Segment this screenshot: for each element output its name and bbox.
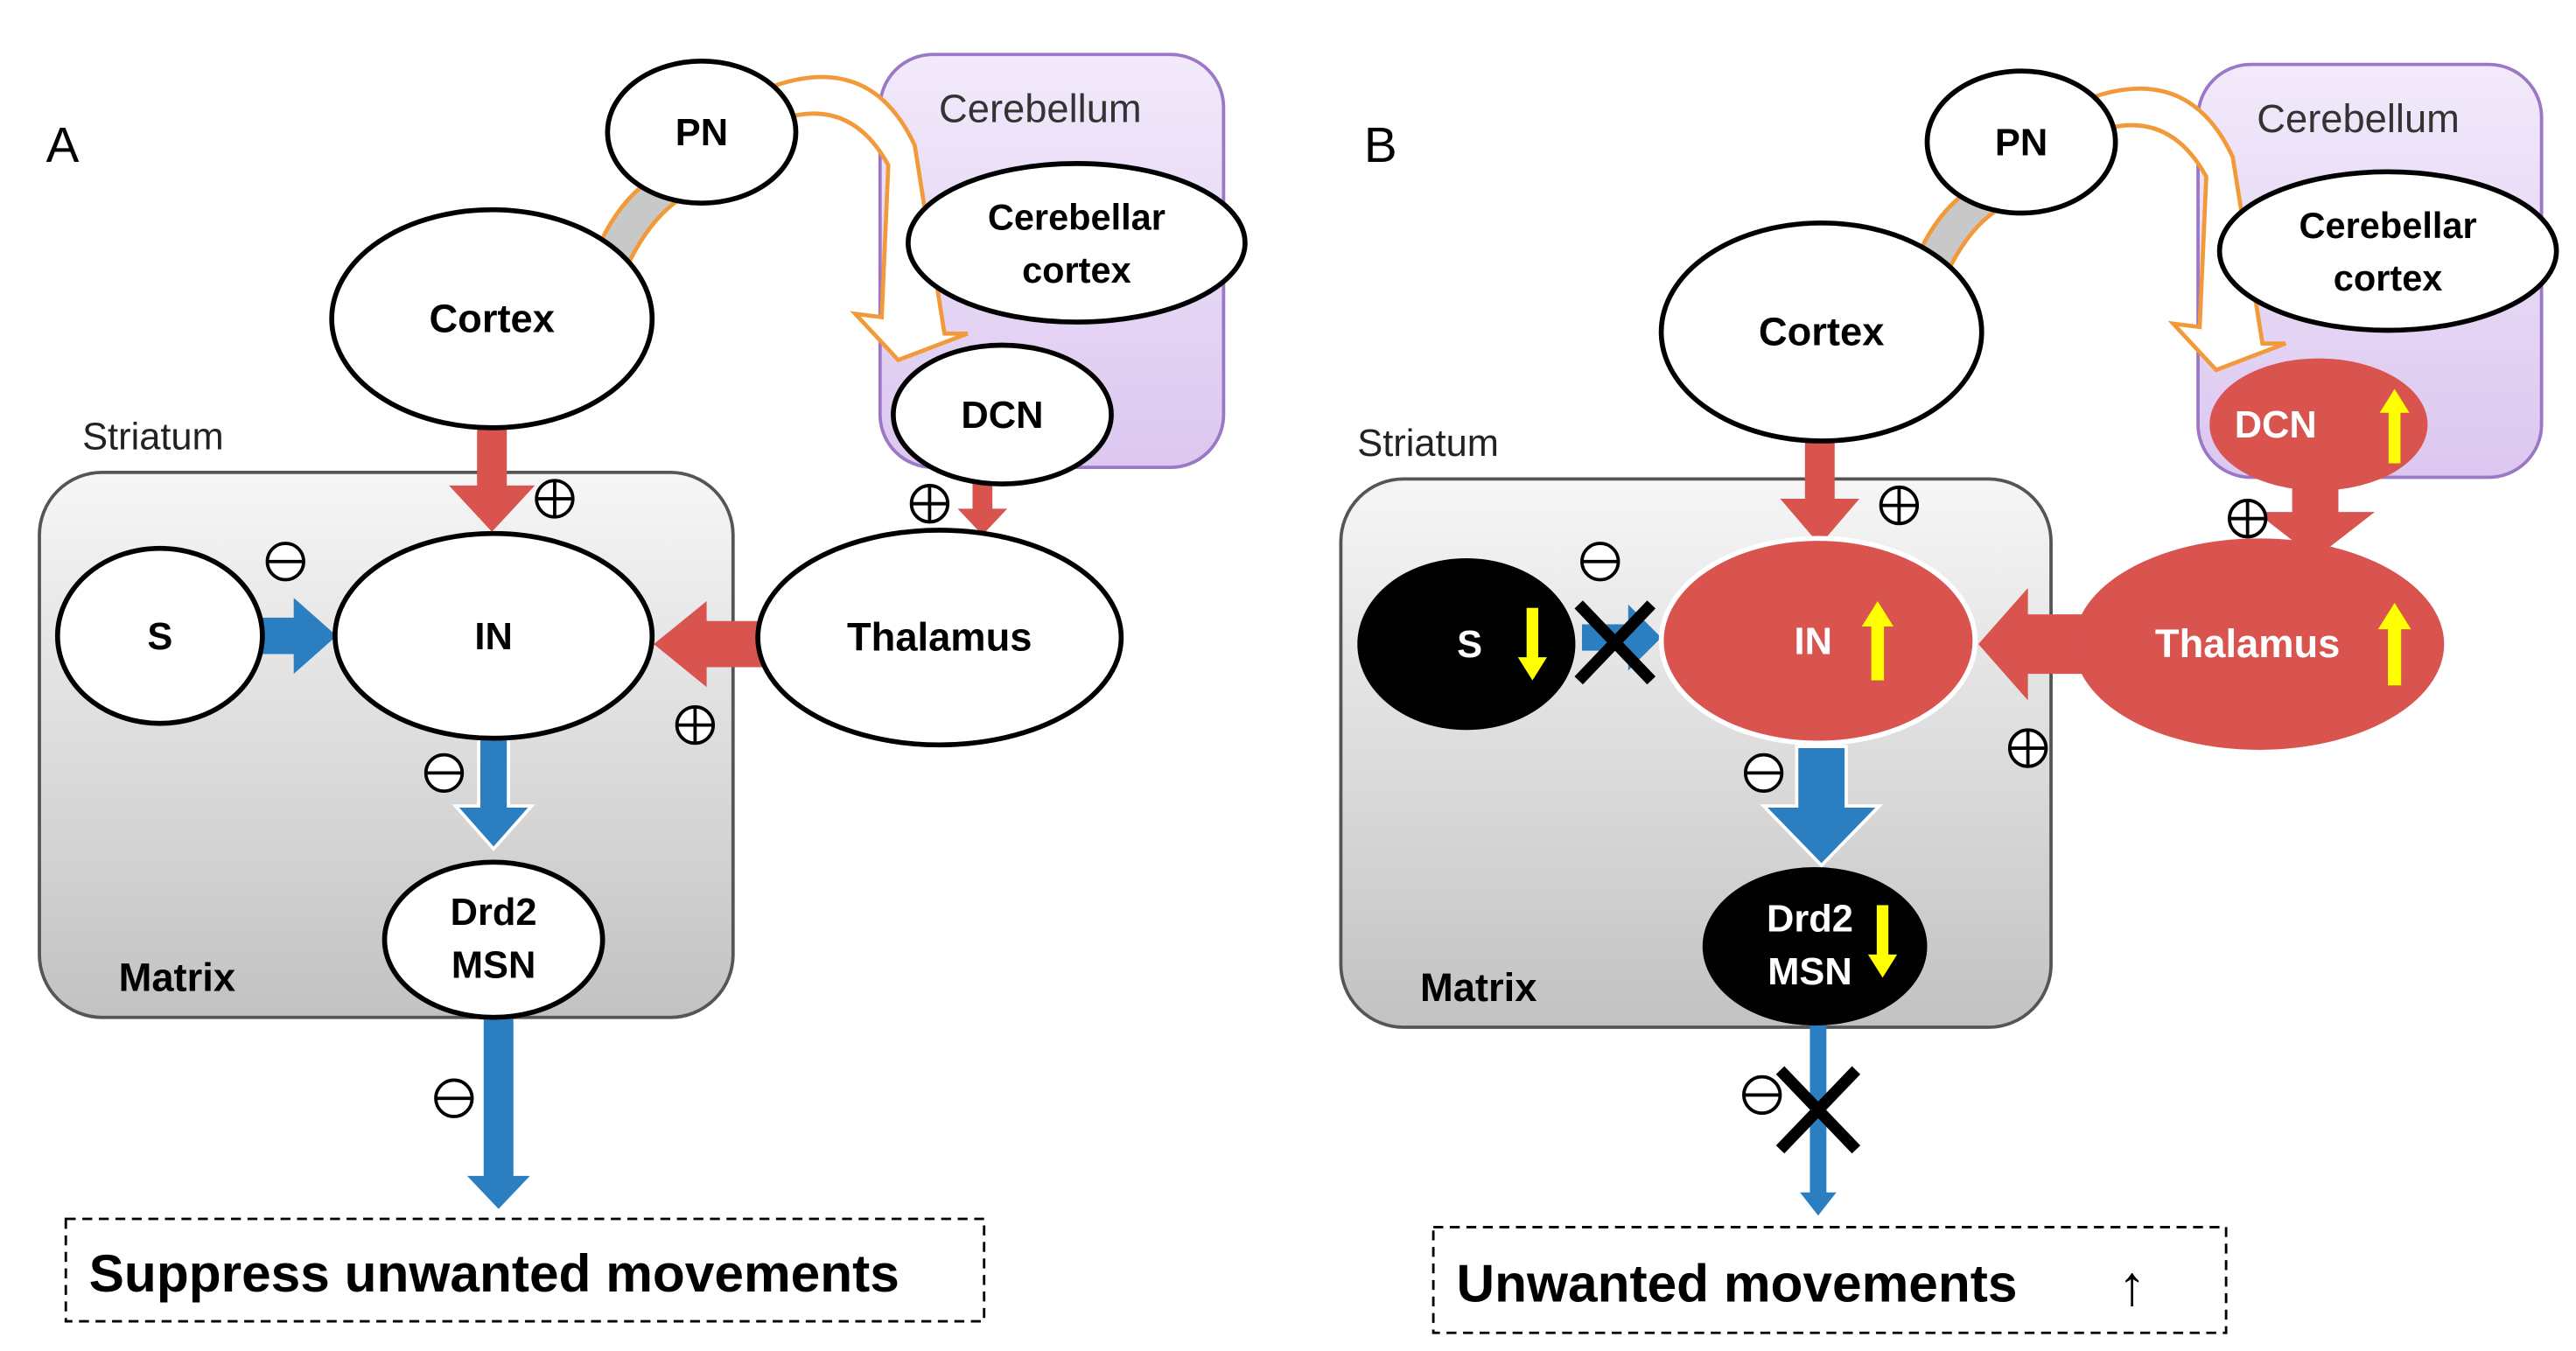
matrix-label: Matrix bbox=[119, 956, 235, 1000]
pn-node bbox=[605, 59, 799, 206]
drd2-msn-node bbox=[1702, 866, 1928, 1026]
matrix-label: Matrix bbox=[1420, 965, 1536, 1010]
dcn-node bbox=[2209, 358, 2428, 491]
s-label: S bbox=[147, 616, 172, 658]
s-pathway-block-cross bbox=[1574, 600, 1656, 685]
outcome-box bbox=[1432, 1226, 2228, 1334]
inhibitory-sign-s bbox=[1580, 542, 1620, 582]
cortex-label: Cortex bbox=[429, 296, 554, 340]
cerebellum-label: Cerebellum bbox=[2257, 96, 2460, 141]
in-node bbox=[1658, 536, 1978, 746]
in-label: IN bbox=[1795, 620, 1832, 662]
panel-a-letter: A bbox=[46, 117, 80, 172]
in-label: IN bbox=[474, 616, 512, 658]
panel-b: B Cerebellum Striatum Matrix PN Cortex C… bbox=[1339, 62, 2559, 1334]
excitatory-sign-dcn bbox=[909, 484, 950, 524]
output-pathway-block-cross bbox=[1775, 1066, 1861, 1154]
dcn-node bbox=[891, 342, 1114, 486]
cerebellar-cortex-node bbox=[2216, 169, 2559, 333]
cerebellar-cortex-label-line1: Cerebellar bbox=[2300, 205, 2477, 246]
excitatory-sign-cortex bbox=[1879, 485, 1920, 526]
s-node bbox=[1357, 557, 1576, 731]
in-to-drd2-arrow bbox=[1760, 745, 1884, 868]
dcn-to-thalamus-arrow bbox=[2256, 472, 2375, 558]
inhibitory-sign-drd2 bbox=[434, 1078, 474, 1118]
panel-a: A Cerebellum Striatum Matrix PN Cortex C… bbox=[38, 52, 1248, 1323]
dcn-to-thalamus-arrow bbox=[957, 472, 1008, 536]
drd2-label-line1: Drd2 bbox=[451, 892, 537, 934]
pn-to-cerebellum-arrow bbox=[2076, 86, 2286, 373]
thalamus-node bbox=[755, 528, 1124, 748]
excitatory-sign-thalamus bbox=[675, 704, 716, 746]
cortex-to-in-arrow bbox=[1780, 429, 1860, 545]
dcn-label: DCN bbox=[961, 395, 1043, 437]
drd2-msn-node bbox=[382, 859, 606, 1020]
thalamus-to-in-arrow bbox=[1978, 587, 2095, 701]
outcome-up-arrow: ↑ bbox=[2118, 1254, 2146, 1317]
pn-label: PN bbox=[676, 112, 728, 154]
striatum-label: Striatum bbox=[82, 416, 224, 458]
inhibitory-sign-in bbox=[424, 752, 465, 794]
cerebellar-cortex-label-line2: cortex bbox=[2334, 257, 2443, 298]
thalamus-label: Thalamus bbox=[847, 615, 1032, 660]
in-node bbox=[332, 530, 655, 741]
outcome-text: Unwanted movements bbox=[1457, 1253, 2018, 1312]
s-node bbox=[54, 545, 265, 726]
pn-to-cerebellum-arrow bbox=[758, 74, 969, 363]
excitatory-sign-dcn bbox=[2228, 499, 2268, 539]
drd2-label-line2: MSN bbox=[1768, 951, 1852, 993]
pn-label: PN bbox=[1995, 122, 2048, 164]
cerebellum-label: Cerebellum bbox=[939, 87, 1142, 131]
cerebellar-cortex-node bbox=[906, 161, 1248, 325]
thalamus-to-in-arrow bbox=[654, 601, 774, 688]
cortex-to-in-arrow bbox=[449, 412, 536, 532]
outcome-text: Suppress unwanted movements bbox=[89, 1243, 900, 1303]
drd2-to-output-arrow bbox=[466, 1011, 530, 1209]
inhibitory-sign-in bbox=[1743, 752, 1784, 794]
panel-b-letter: B bbox=[1364, 117, 1397, 172]
drd2-label-line1: Drd2 bbox=[1767, 899, 1853, 941]
thalamus-node bbox=[2074, 538, 2445, 750]
cortex-node bbox=[329, 206, 655, 430]
excitatory-sign-thalamus bbox=[2007, 728, 2048, 768]
dcn-label: DCN bbox=[2235, 404, 2317, 446]
drd2-label-line2: MSN bbox=[452, 944, 536, 986]
outcome-box bbox=[64, 1217, 986, 1323]
thalamus-label: Thalamus bbox=[2155, 621, 2340, 666]
cortex-node bbox=[1658, 220, 1984, 444]
inhibitory-sign-s bbox=[265, 542, 305, 582]
inhibitory-sign-drd2 bbox=[1742, 1074, 1782, 1116]
striatum-label: Striatum bbox=[1357, 423, 1499, 465]
cerebellar-cortex-label-line2: cortex bbox=[1022, 249, 1131, 290]
in-to-drd2-arrow bbox=[452, 733, 536, 852]
s-label: S bbox=[1457, 624, 1482, 666]
s-to-in-arrow bbox=[256, 598, 337, 675]
excitatory-sign-cortex bbox=[535, 479, 575, 519]
cerebellar-cortex-label-line1: Cerebellar bbox=[988, 196, 1166, 237]
pn-node bbox=[1924, 68, 2118, 216]
cortex-label: Cortex bbox=[1759, 309, 1884, 354]
